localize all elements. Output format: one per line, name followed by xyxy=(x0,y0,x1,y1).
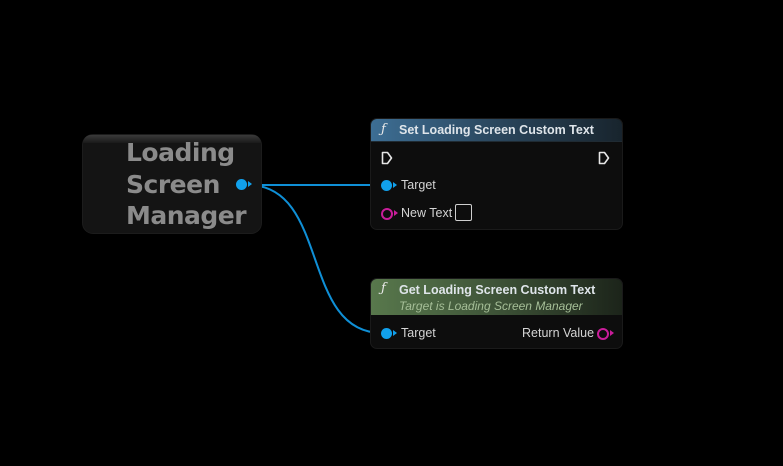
get-node-header[interactable]: ƒ Get Loading Screen Custom Text Target … xyxy=(371,279,622,315)
set-target-pin-arrow-icon xyxy=(393,182,397,188)
variable-output-pin-arrow-icon xyxy=(248,181,252,187)
variable-node-title: Loading Screen Manager xyxy=(126,138,247,230)
get-custom-text-node[interactable]: ƒ Get Loading Screen Custom Text Target … xyxy=(371,279,622,348)
function-icon: ƒ xyxy=(381,281,386,296)
set-custom-text-node[interactable]: ƒ Set Loading Screen Custom Text Target … xyxy=(371,119,622,229)
new-text-pin-arrow-icon xyxy=(394,210,398,216)
new-text-input[interactable] xyxy=(455,204,472,221)
exec-input-pin-icon[interactable] xyxy=(381,151,393,165)
set-target-label: Target xyxy=(401,178,436,192)
wire-to-get-target[interactable] xyxy=(247,184,383,334)
set-node-title: Set Loading Screen Custom Text xyxy=(399,123,594,137)
function-icon: ƒ xyxy=(381,122,386,137)
exec-output-pin-icon[interactable] xyxy=(598,151,610,165)
get-node-title: Get Loading Screen Custom Text xyxy=(399,283,596,297)
get-node-subtitle: Target is Loading Screen Manager xyxy=(399,299,583,313)
return-value-pin-arrow-icon xyxy=(610,330,614,336)
new-text-label: New Text xyxy=(401,206,453,220)
loading-screen-manager-variable-node[interactable]: Loading Screen Manager xyxy=(83,135,261,233)
return-value-label: Return Value xyxy=(522,326,595,340)
set-target-pin[interactable] xyxy=(381,180,392,191)
set-node-header[interactable]: ƒ Set Loading Screen Custom Text xyxy=(371,119,622,142)
get-target-pin-arrow-icon xyxy=(393,330,397,336)
get-target-pin[interactable] xyxy=(381,328,392,339)
get-target-label: Target xyxy=(401,326,436,340)
new-text-pin[interactable] xyxy=(381,208,393,220)
variable-output-pin[interactable] xyxy=(236,179,247,190)
return-value-pin[interactable] xyxy=(597,328,609,340)
